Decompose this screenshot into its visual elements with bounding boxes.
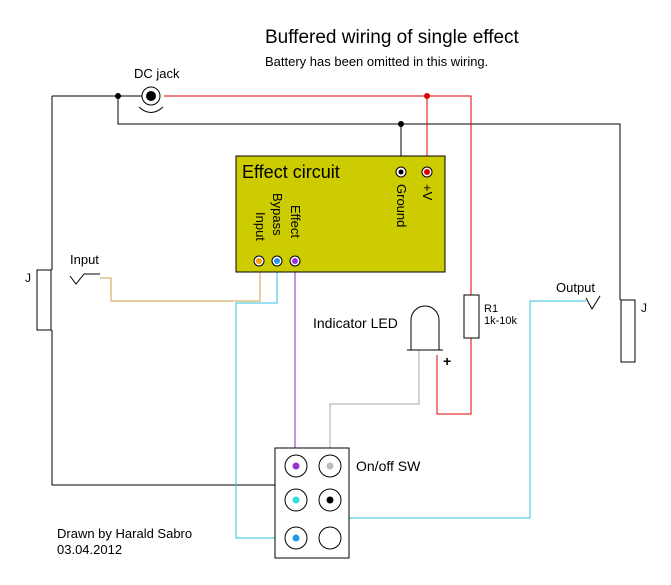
input-jack-label: Input <box>70 252 99 267</box>
left-jack-label: J <box>25 271 31 285</box>
ground-pad-dot <box>398 169 404 175</box>
credit-name: Drawn by Harald Sabro <box>57 526 192 541</box>
switch-lug-effect <box>284 454 308 478</box>
diagram-title: Buffered wiring of single effect <box>265 27 520 48</box>
effect-circuit-box <box>235 155 446 273</box>
junction-dot <box>115 93 121 99</box>
wire-bypass <box>235 261 294 539</box>
junction-dot <box>424 93 430 99</box>
wire-left-lower <box>51 330 305 486</box>
left-jack-body <box>36 269 52 331</box>
switch-label: On/off SW <box>356 458 421 474</box>
input-pad-dot <box>256 258 262 264</box>
led-plus-label: + <box>443 353 451 369</box>
pad-bypass-label: Bypass <box>270 193 285 236</box>
switch-lug-output <box>284 488 308 512</box>
ground-label: Ground <box>394 184 409 227</box>
switch-lug-bypass <box>284 526 308 550</box>
led-icon <box>410 305 440 351</box>
effect-circuit-label: Effect circuit <box>242 162 340 182</box>
bypass-pad-dot <box>274 258 280 264</box>
resistor-name-label: R1 <box>484 303 498 315</box>
right-jack-body <box>620 299 636 363</box>
switch-lug-ground <box>318 488 342 512</box>
pad-input-label: Input <box>253 212 268 241</box>
wire-resistor-to-led <box>436 338 472 415</box>
input-jack-icon <box>69 273 100 285</box>
switch-lug-led <box>318 454 342 478</box>
credit-date: 03.04.2012 <box>57 542 122 557</box>
pad-effect-label: Effect <box>288 205 303 238</box>
output-jack-icon <box>585 295 601 310</box>
resistor-r1 <box>463 294 480 339</box>
plusv-label: +V <box>420 184 435 201</box>
wire-led <box>329 350 420 466</box>
output-jack-label: Output <box>556 280 595 295</box>
wire-plusv-top <box>164 95 472 295</box>
plusv-pad-dot <box>424 169 430 175</box>
wire-ground-right <box>117 96 621 300</box>
dc-jack-label: DC jack <box>134 66 180 81</box>
switch-lug-empty <box>318 526 342 550</box>
diagram-subtitle: Battery has been omitted in this wiring. <box>265 54 488 69</box>
junction-dot <box>398 121 404 127</box>
led-label: Indicator LED <box>313 315 398 331</box>
dc-jack <box>138 86 164 113</box>
wire-input <box>100 261 261 302</box>
resistor-value-label: 1k-10k <box>484 315 518 327</box>
effect-pad-dot <box>292 258 298 264</box>
right-jack-label: J <box>641 301 647 315</box>
